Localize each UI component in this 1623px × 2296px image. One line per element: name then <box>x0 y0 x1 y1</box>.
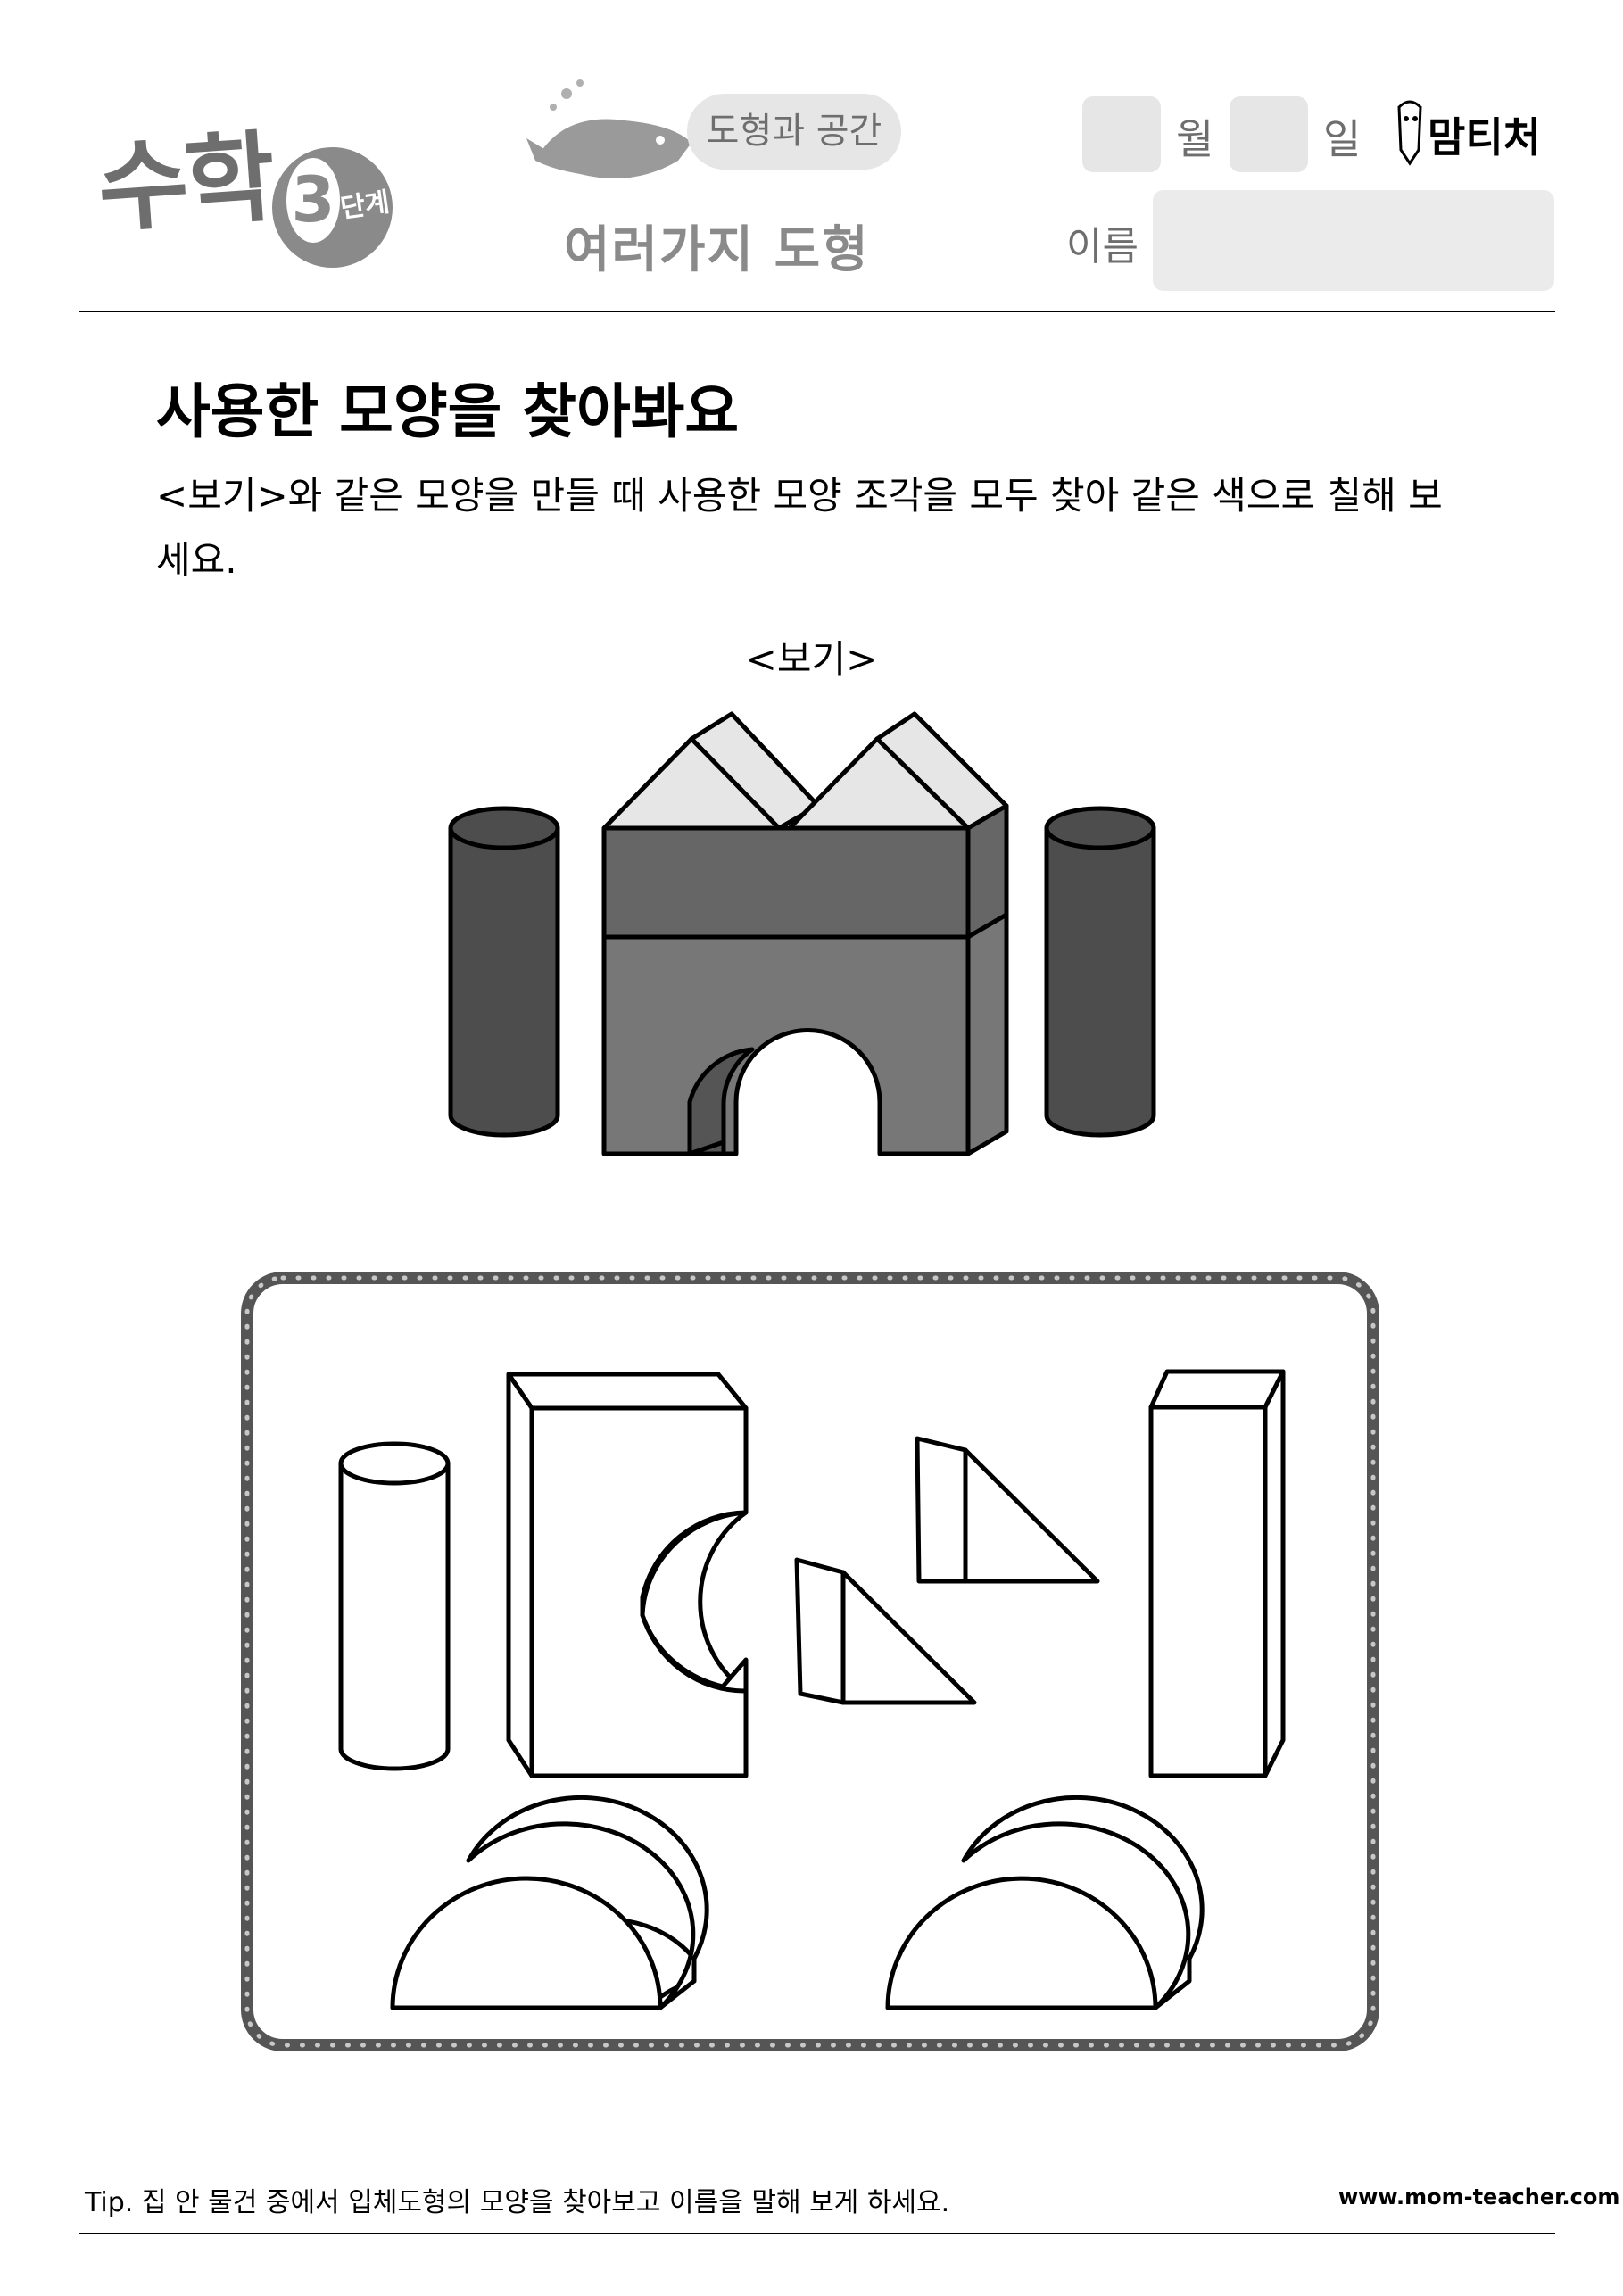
month-label: 월 <box>1176 115 1214 163</box>
piece-half-cylinder-right[interactable] <box>885 1795 1205 2010</box>
piece-cylinder[interactable] <box>338 1441 451 1771</box>
piece-half-cylinder-left[interactable] <box>390 1795 709 2010</box>
level-number: 3 <box>286 158 340 243</box>
subtopic-title: 여러가지 도형 <box>564 221 870 279</box>
example-rect-block <box>601 803 1009 940</box>
day-field[interactable] <box>1230 96 1308 172</box>
level-badge: 3 단계 <box>272 147 393 268</box>
page-title: 사용한 모양을 찾아봐요 <box>156 377 740 446</box>
header-divider <box>79 311 1555 312</box>
level-word: 단계 <box>338 186 392 225</box>
piece-prism-top[interactable] <box>915 1436 1100 1584</box>
piece-arch-block[interactable] <box>506 1372 749 1778</box>
month-field[interactable] <box>1082 96 1161 172</box>
piece-prism-bottom[interactable] <box>794 1557 977 1705</box>
tip-text: Tip. 집 안 물건 중에서 입체도형의 모양을 찾아보고 이름을 말해 보게… <box>85 2187 950 2218</box>
brand-logo: 맘티처 <box>1397 100 1541 166</box>
example-prism-right <box>787 711 1009 831</box>
name-label: 이름 <box>1066 224 1139 269</box>
example-arch-block <box>601 912 1009 1156</box>
name-field[interactable] <box>1153 190 1554 291</box>
example-label: <보기> <box>745 637 878 681</box>
website-link[interactable]: www.mom-teacher.com <box>1338 2184 1620 2209</box>
example-prism-left <box>601 711 821 831</box>
example-cylinder-left <box>448 806 560 1138</box>
pieces-panel <box>241 1272 1379 2051</box>
whale-icon <box>526 79 691 178</box>
instruction-text: <보기>와 같은 모양을 만들 때 사용한 모양 조각을 모두 찾아 같은 색으… <box>156 474 1443 582</box>
topic-pill: 도형과 공간 <box>687 94 901 170</box>
example-cylinder-right <box>1044 806 1156 1138</box>
example-figure <box>448 711 1156 1156</box>
piece-rect-block[interactable] <box>1148 1369 1286 1778</box>
day-label: 일 <box>1323 115 1362 163</box>
footer-divider <box>79 2233 1555 2234</box>
subject-logo: 수학 <box>94 120 276 246</box>
brand-text: 맘티처 <box>1428 113 1541 162</box>
